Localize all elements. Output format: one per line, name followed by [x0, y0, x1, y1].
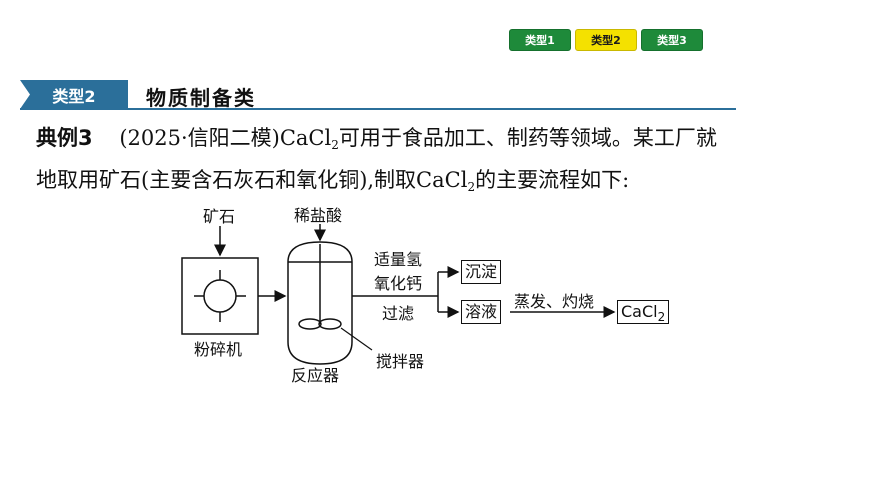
- stirrer-label: 搅拌器: [376, 352, 425, 371]
- reactor-vessel: [287, 241, 353, 365]
- process-flow-diagram: 矿石 粉碎机 稀盐酸 反应器 搅拌器 适量氢 氧化钙 过滤 沉淀 溶液 蒸发、灼…: [170, 200, 690, 390]
- product-subscript: 2: [657, 310, 666, 324]
- evaporation-label: 蒸发、灼烧: [514, 292, 595, 311]
- acid-label: 稀盐酸: [294, 206, 343, 225]
- section-header: 类型2 物质制备类: [20, 80, 736, 110]
- reagent-label-line1: 适量氢: [374, 250, 423, 269]
- type-tabs: 类型1 类型2 类型3: [509, 29, 703, 51]
- problem-line-1: 典例3 (2025·信阳二模)CaCl2可用于食品加工、制药等领域。某工厂就: [36, 117, 836, 159]
- formula-text: CaCl: [279, 126, 332, 150]
- filter-label: 过滤: [382, 304, 415, 323]
- section-badge: 类型2: [20, 80, 128, 109]
- problem-text: 地取用矿石(主要含石灰石和氧化铜),制取CaCl: [36, 168, 468, 192]
- reactor-label: 反应器: [291, 366, 340, 385]
- crusher-label: 粉碎机: [194, 340, 243, 359]
- problem-line-2: 地取用矿石(主要含石灰石和氧化铜),制取CaCl2的主要流程如下:: [36, 159, 836, 201]
- tab-type-2[interactable]: 类型2: [575, 29, 637, 51]
- reagent-label-line2: 氧化钙: [374, 274, 423, 293]
- problem-text: 的主要流程如下:: [475, 168, 630, 192]
- formula-subscript: 2: [331, 138, 339, 152]
- problem-label: 典例3: [36, 126, 93, 150]
- product-box: CaCl2: [617, 300, 670, 324]
- problem-source: (2025·信阳二模): [119, 126, 280, 150]
- tab-type-1[interactable]: 类型1: [509, 29, 571, 51]
- precipitate-box: 沉淀: [461, 260, 502, 284]
- section-divider: [20, 108, 736, 110]
- crusher-box: [181, 257, 259, 335]
- problem-text: 可用于食品加工、制药等领域。某工厂就: [338, 126, 717, 150]
- tab-type-3[interactable]: 类型3: [641, 29, 703, 51]
- formula-subscript: 2: [467, 180, 476, 194]
- section-title: 物质制备类: [146, 86, 256, 110]
- solution-box: 溶液: [461, 300, 502, 324]
- flow-lines: [181, 224, 616, 365]
- ore-label: 矿石: [203, 207, 236, 226]
- product-formula: CaCl: [621, 302, 658, 321]
